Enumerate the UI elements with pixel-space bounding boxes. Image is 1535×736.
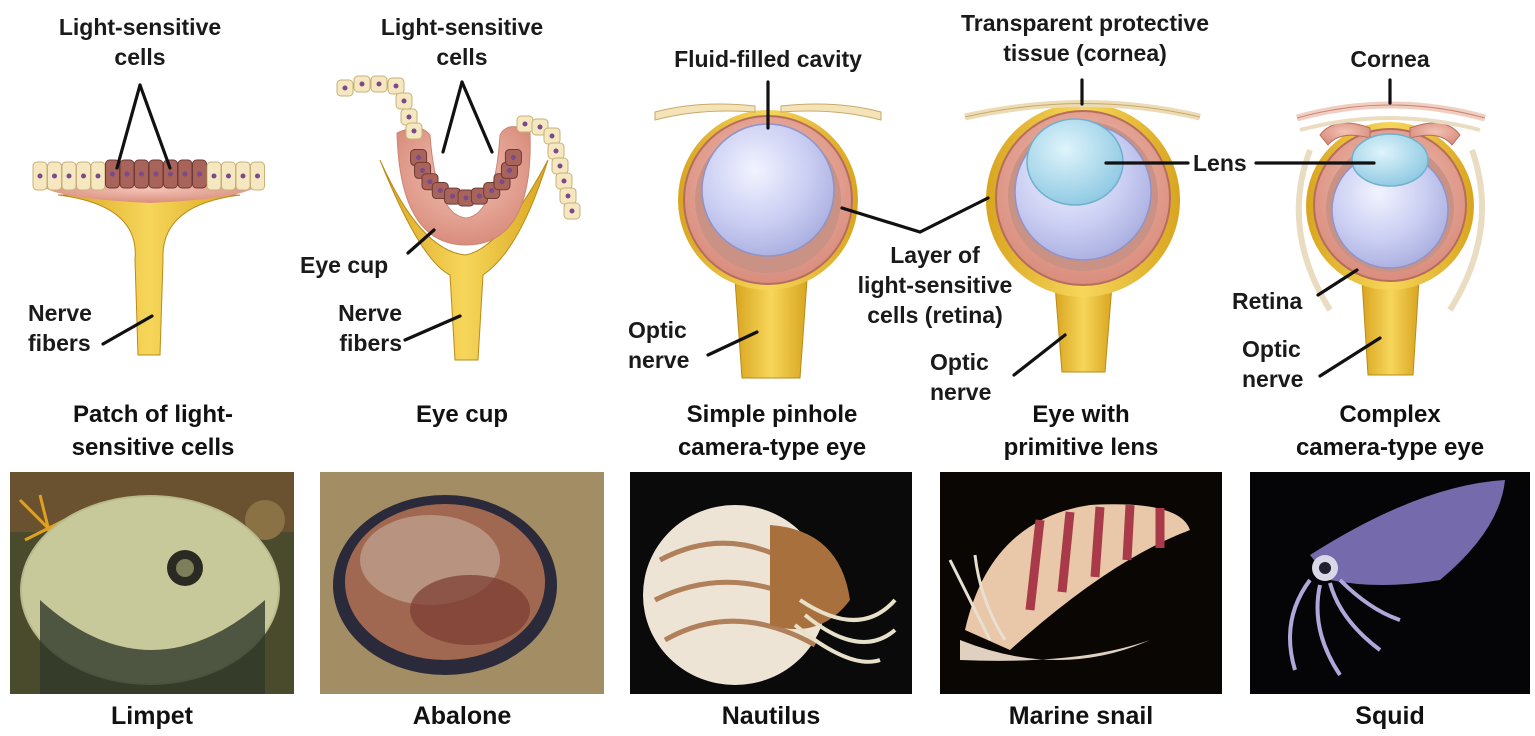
label-retina-layer: Layer of light-sensitive cells (retina) (845, 240, 1025, 330)
photo-nautilus (630, 472, 912, 694)
animal-name-squid: Squid (1250, 702, 1530, 731)
cell-nucleus (402, 99, 407, 104)
label-nerve-fibers-1: Nerve fibers (28, 298, 92, 358)
cell-nucleus (360, 82, 365, 87)
label-light-sensitive-cells-2: Light-sensitive cells (362, 12, 562, 72)
cell-nucleus (38, 174, 43, 179)
cell-nucleus (416, 155, 421, 160)
animal-name-nautilus: Nautilus (631, 702, 911, 731)
cell-nucleus (377, 82, 382, 87)
animal-name-abalone: Abalone (322, 702, 602, 731)
fluid-cavity (702, 124, 834, 256)
primitive-lens-eye-diagram (965, 103, 1200, 372)
cell-nucleus (420, 168, 425, 173)
cell-nucleus (566, 194, 571, 199)
label-optic-nerve-5: Optic nerve (1242, 334, 1303, 394)
cell-row (33, 160, 265, 190)
cell-nucleus (226, 174, 231, 179)
cell-nucleus (554, 149, 559, 154)
cell-nucleus (197, 172, 202, 177)
photo-abalone (320, 472, 604, 694)
cell-nucleus (500, 179, 505, 184)
cell-nucleus (562, 179, 567, 184)
cell-nucleus (241, 174, 246, 179)
photo-limpet (10, 472, 294, 694)
label-eye-cup: Eye cup (300, 250, 388, 280)
cell-nucleus (125, 172, 130, 177)
animal-name-marine-snail: Marine snail (941, 702, 1221, 731)
optic-nerve-shape (1055, 285, 1112, 372)
cell-nucleus (81, 174, 86, 179)
stage-title-eye-cup: Eye cup (322, 398, 602, 431)
cell-nucleus (570, 209, 575, 214)
cell-nucleus (558, 164, 563, 169)
cell-nucleus (511, 155, 516, 160)
cell-nucleus (139, 172, 144, 177)
cell-nucleus (489, 188, 494, 193)
cell-nucleus (154, 172, 159, 177)
cell-nucleus (538, 125, 543, 130)
cell-nucleus (450, 194, 455, 199)
label-cornea: Cornea (1330, 44, 1450, 74)
cell-nucleus (438, 188, 443, 193)
cell-nucleus (412, 129, 417, 134)
photo-marine-snail (940, 472, 1222, 694)
cell-nucleus (550, 134, 555, 139)
label-fluid-filled-cavity: Fluid-filled cavity (648, 44, 888, 74)
label-lens: Lens (1193, 148, 1247, 178)
cell-nucleus (52, 174, 57, 179)
cell-nucleus (67, 174, 72, 179)
cell-nucleus (427, 179, 432, 184)
label-optic-nerve-3: Optic nerve (628, 315, 689, 375)
label-light-sensitive-cells-1: Light-sensitive cells (40, 12, 240, 72)
cell-nucleus (394, 84, 399, 89)
stage-title-complex: Complex camera-type eye (1250, 398, 1530, 464)
optic-nerve-shape (735, 280, 807, 378)
cell-nucleus (407, 115, 412, 120)
label-retina: Retina (1232, 286, 1302, 316)
optic-nerve-shape (1362, 280, 1419, 375)
cell-nucleus (523, 122, 528, 127)
lens-shape (1352, 134, 1428, 186)
label-nerve-fibers-2: Nerve fibers (300, 298, 402, 358)
label-cornea-transparent: Transparent protective tissue (cornea) (935, 8, 1235, 68)
cell-nucleus (343, 86, 348, 91)
cell-nucleus (255, 174, 260, 179)
photo-squid (1250, 472, 1530, 694)
animal-name-limpet: Limpet (12, 702, 292, 731)
cell-nucleus (110, 172, 115, 177)
cell-nucleus (477, 194, 482, 199)
stage-title-patch: Patch of light- sensitive cells (13, 398, 293, 464)
cell-nucleus (168, 172, 173, 177)
cell-nucleus (183, 172, 188, 177)
cell-nucleus (464, 196, 469, 201)
stage-title-pinhole: Simple pinhole camera-type eye (632, 398, 912, 464)
stage-title-primitive-lens: Eye with primitive lens (941, 398, 1221, 464)
cell-nucleus (96, 174, 101, 179)
cell-nucleus (212, 174, 217, 179)
cell-nucleus (507, 168, 512, 173)
complex-eye-diagram (1297, 105, 1485, 375)
